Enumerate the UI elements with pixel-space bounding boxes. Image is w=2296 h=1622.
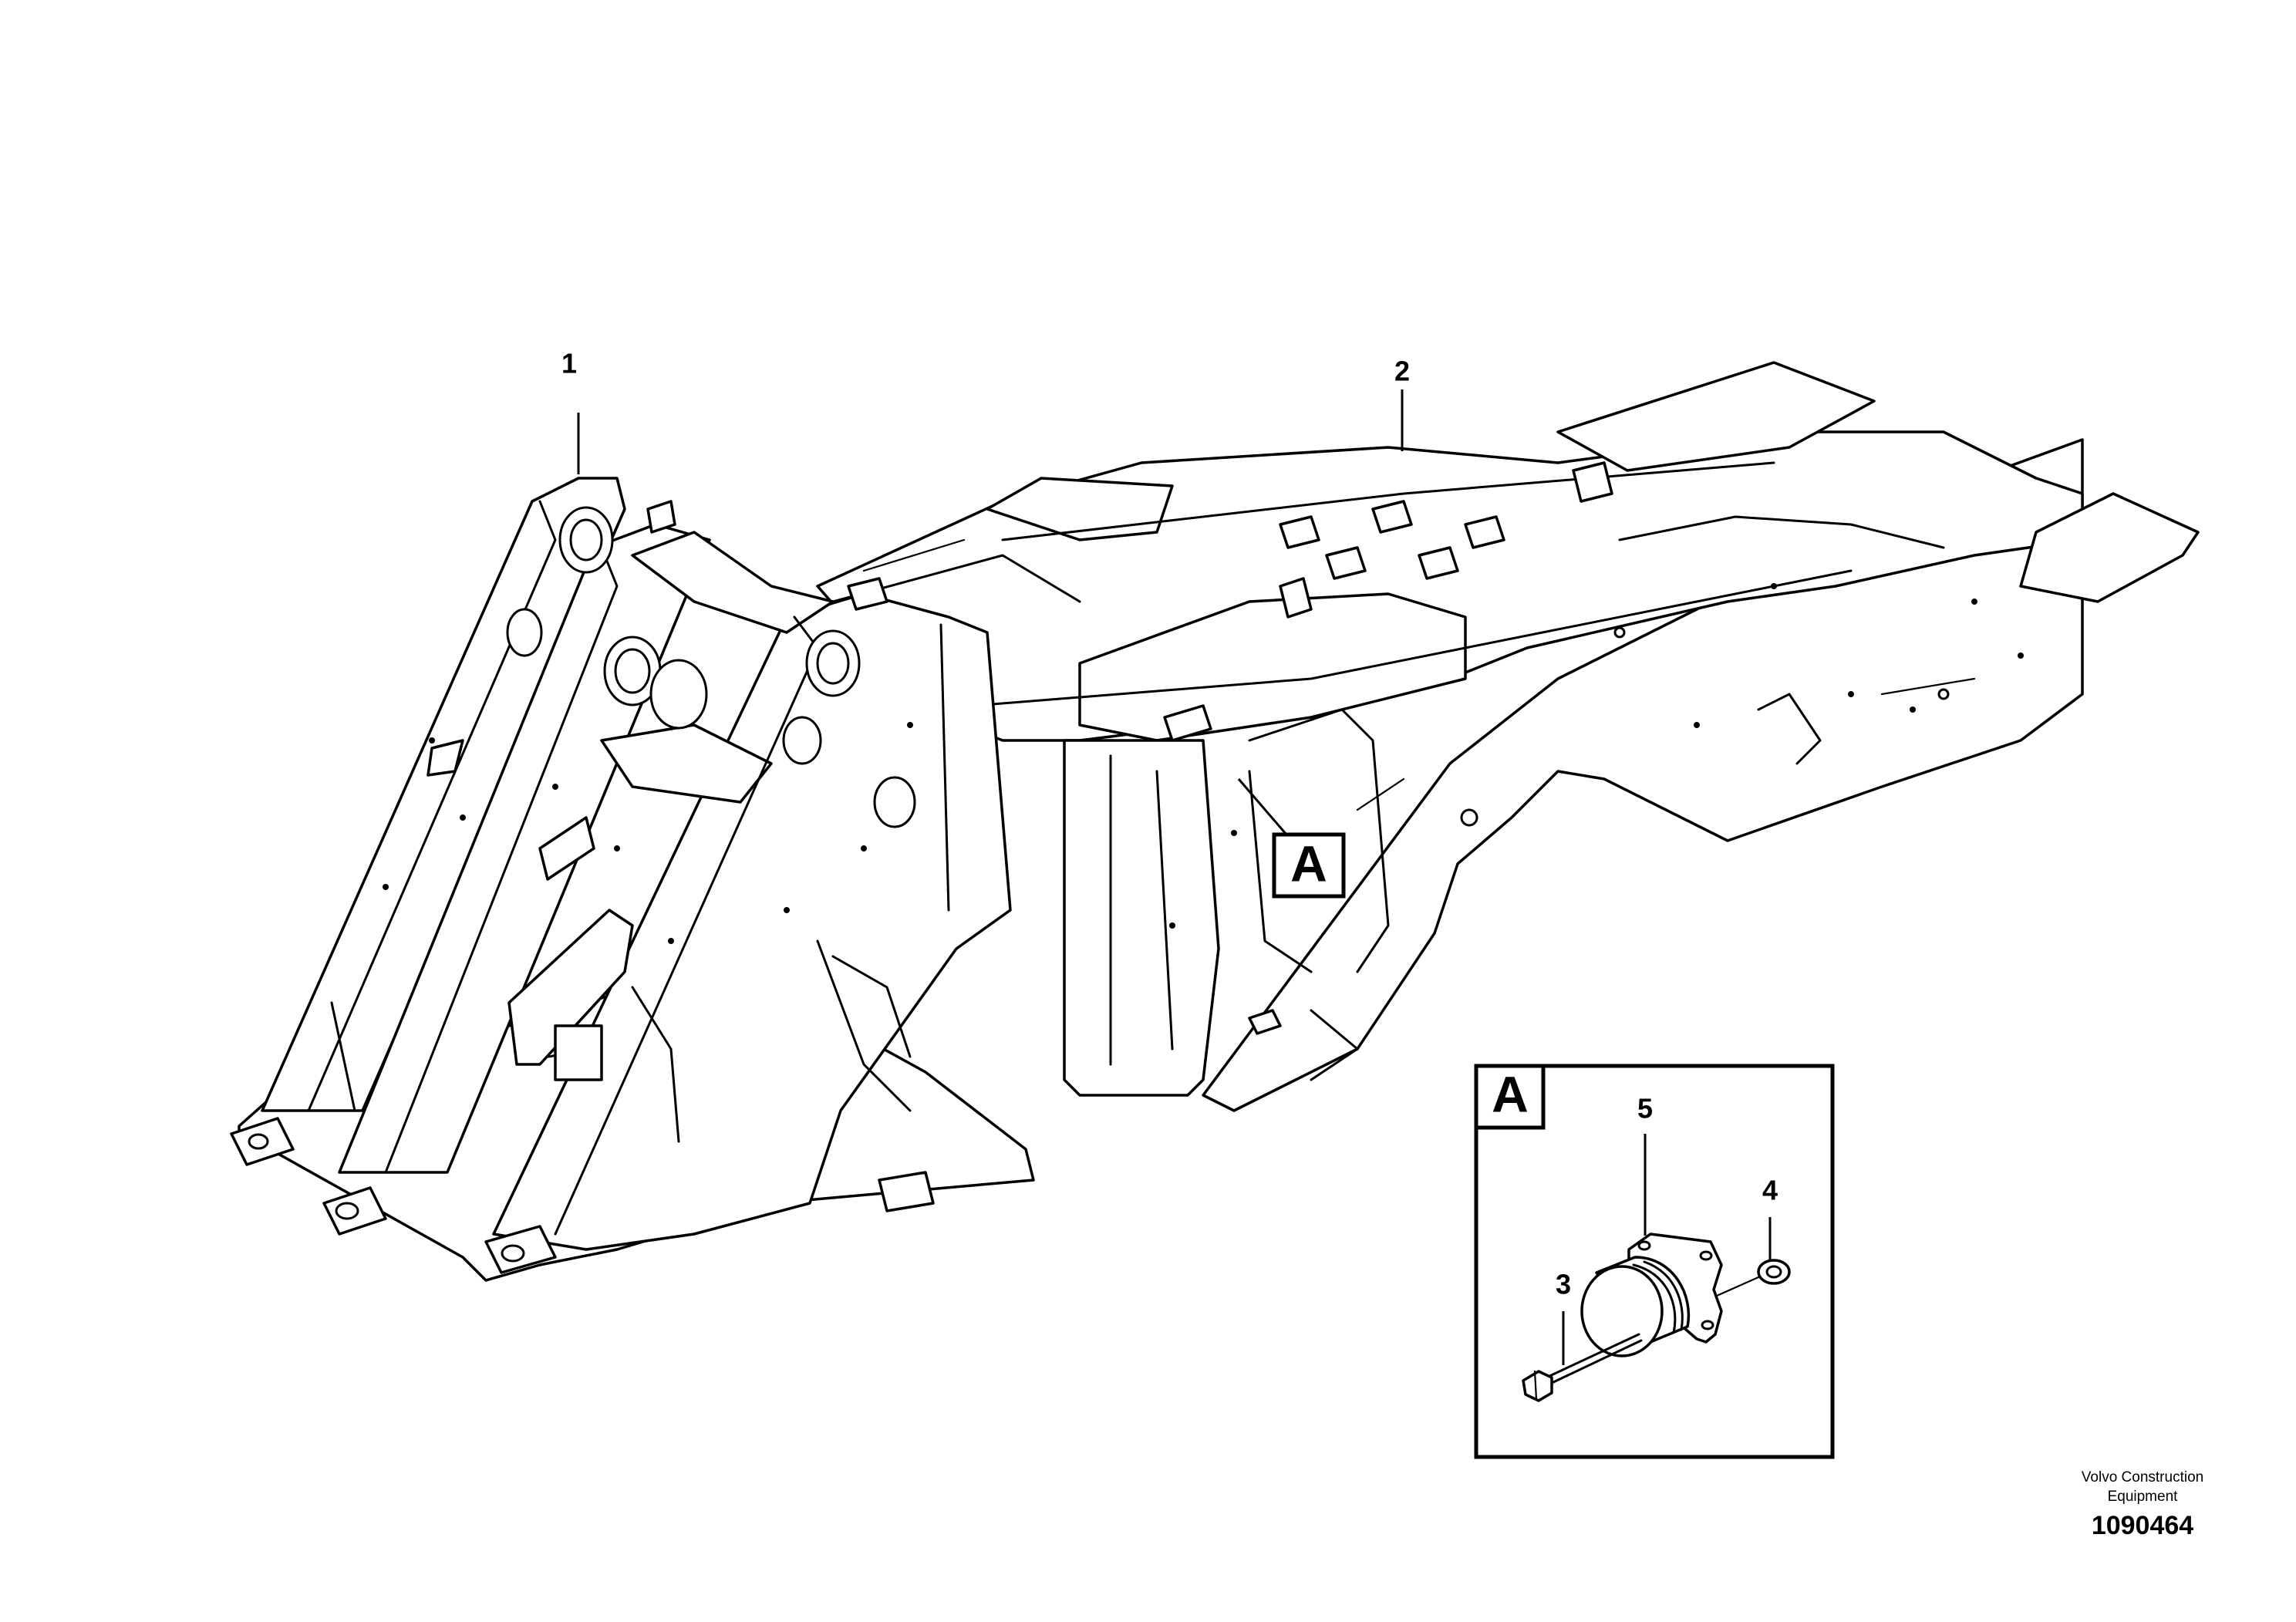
callout-5: 5 [1637, 1093, 1653, 1125]
brand-line-2: Equipment [2108, 1489, 2179, 1505]
detail-marker-letter: A [1290, 835, 1327, 892]
detail-view-a: A 3 4 5 [1474, 1064, 1835, 1459]
washer-axis [1715, 1276, 1760, 1297]
detail-marker-box [1272, 832, 1346, 899]
drawing-number: 1090464 [2092, 1511, 2193, 1540]
callout-2: 2 [1394, 356, 1410, 387]
detail-label-letter: A [1492, 1065, 1529, 1122]
front-frame [230, 477, 1035, 1282]
callout-1: 1 [561, 348, 577, 379]
bolt [1522, 1333, 1643, 1402]
rear-frame [816, 361, 2200, 1112]
brand-line-1: Volvo Construction [2082, 1469, 2203, 1485]
washer [1757, 1259, 1791, 1285]
callout-3: 3 [1556, 1269, 1571, 1300]
leader-A [1237, 778, 1288, 835]
callout-4: 4 [1762, 1175, 1778, 1206]
detail-label-box [1474, 1064, 1546, 1130]
